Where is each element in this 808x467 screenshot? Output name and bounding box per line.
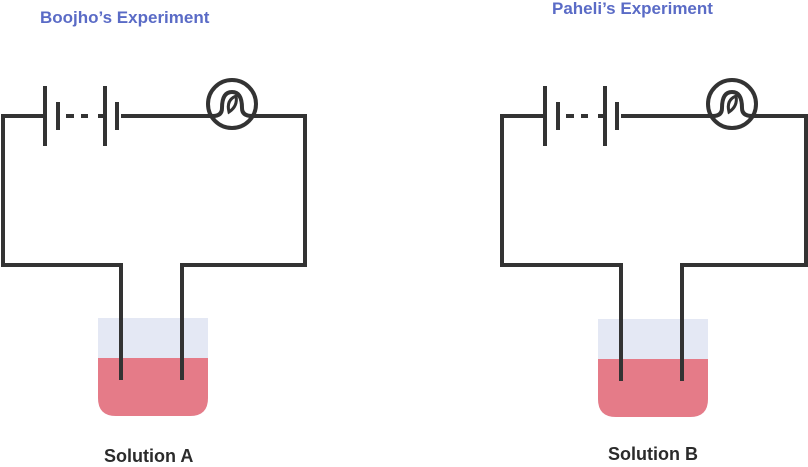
battery-icon bbox=[543, 86, 713, 146]
experiment-title-a: Boojho’s Experiment bbox=[40, 8, 210, 27]
wire-left bbox=[500, 114, 623, 381]
circuit-b bbox=[500, 78, 808, 417]
circuit-a bbox=[1, 78, 307, 416]
wire-left bbox=[1, 114, 123, 380]
wire-right bbox=[680, 114, 808, 381]
solution-label-b: Solution B bbox=[608, 444, 698, 464]
bulb-icon bbox=[206, 78, 258, 130]
beaker-icon bbox=[98, 318, 208, 416]
solution-label-a: Solution A bbox=[104, 446, 194, 466]
wire-right bbox=[180, 114, 307, 380]
bulb-icon bbox=[706, 78, 758, 130]
experiment-title-b: Paheli’s Experiment bbox=[552, 0, 713, 18]
battery-icon bbox=[43, 86, 213, 146]
beaker-icon bbox=[598, 319, 708, 417]
